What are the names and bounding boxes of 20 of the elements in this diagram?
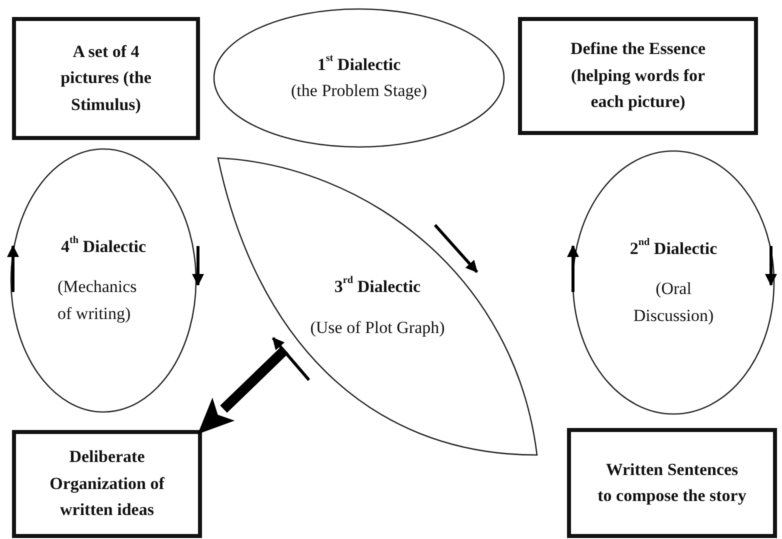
text-box: [567, 428, 777, 538]
node-heading: 2$^{nd}$ Dialectic: [630, 236, 718, 260]
ellipse-node: [10, 148, 197, 413]
node-text: (Mechanics of writing): [58, 276, 138, 325]
node-heading: 3$^{rd}$ Dialectic: [334, 274, 421, 298]
arrow: [198, 346, 288, 434]
node-text: (Oral Discussion): [632, 278, 715, 327]
node-heading: Deliberate Organization of written ideas: [48, 446, 166, 522]
node-heading: Define the Essence (helping words for each picture): [569, 38, 707, 114]
node-heading: Written Sentences to compose the story: [597, 458, 747, 507]
node-text: (the Problem Stage): [291, 80, 427, 102]
text-box: [12, 17, 200, 140]
text-box: [518, 17, 758, 135]
ellipse-node: [572, 150, 775, 415]
text-box: [12, 430, 202, 538]
ellipse-node: [213, 8, 505, 148]
node-heading: A set of 4 pictures (the Stimulus): [60, 40, 152, 116]
node-text: (Use of Plot Graph): [310, 316, 445, 339]
node-heading: 4$^{th}$ Dialectic: [60, 234, 146, 258]
node-heading: 1$^{st}$ Dialectic: [317, 52, 401, 76]
